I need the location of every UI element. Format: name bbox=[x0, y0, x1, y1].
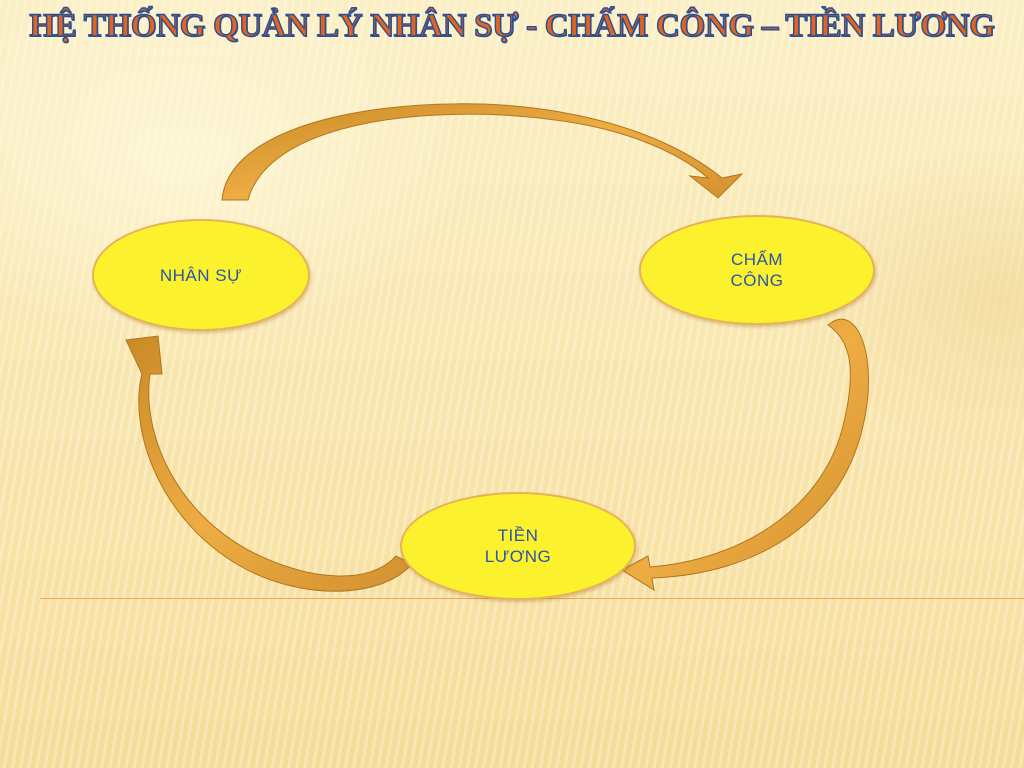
node-tien-luong-label: TIỀN LƯƠNG bbox=[484, 526, 552, 566]
node-cham-cong: CHẤM CÔNG bbox=[639, 215, 875, 325]
node-cham-cong-label: CHẤM CÔNG bbox=[730, 250, 784, 290]
arrow-tien-luong-to-nhan-su bbox=[125, 335, 413, 592]
node-tien-luong: TIỀN LƯƠNG bbox=[400, 492, 636, 600]
node-nhan-su: NHÂN SỰ bbox=[92, 219, 310, 331]
node-nhan-su-label: NHÂN SỰ bbox=[159, 265, 243, 285]
arrow-nhan-su-to-cham-cong bbox=[221, 103, 744, 201]
slide-title: HỆ THỐNG QUẢN LÝ NHÂN SỰ - CHẤM CÔNG – T… bbox=[29, 7, 996, 44]
arrow-cham-cong-to-tien-luong bbox=[621, 318, 869, 592]
